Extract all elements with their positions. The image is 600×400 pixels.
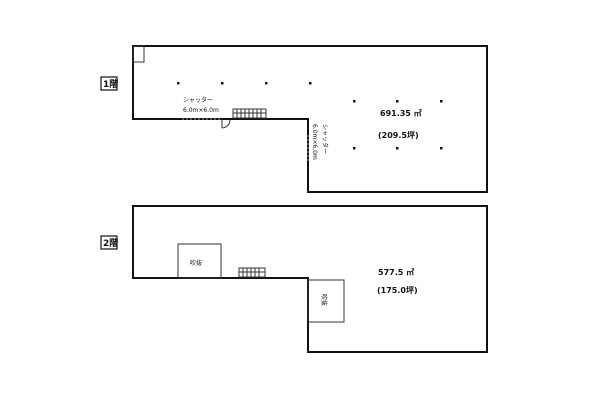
floor-2-label: 2階 — [103, 237, 118, 249]
stairs-2f — [238, 267, 266, 278]
floor-1-outline — [132, 45, 488, 193]
shutter-size: 6.0m×6.0m — [183, 107, 219, 114]
floor-1-area: 691.35 ㎡ — [380, 108, 422, 118]
shutter-size-vertical: 6.0m×6.0m — [311, 124, 318, 160]
stairs — [232, 108, 267, 119]
floor-1-plan: 1階 シャッター 6.0m×6.0m シャッター 6.0m×6.0m 691.3… — [100, 45, 488, 193]
floor-2-outline — [132, 205, 488, 353]
floor-1-tsubo: (209.5坪) — [378, 130, 419, 140]
void-1-label: 吹抜 — [190, 259, 202, 267]
door — [221, 119, 231, 129]
floor-2-tsubo: (175.0坪) — [377, 285, 418, 295]
floor-1-label-box — [100, 76, 118, 91]
toilet — [132, 45, 145, 63]
shutter-label-vertical: シャッター — [321, 124, 329, 154]
void-1 — [177, 243, 222, 279]
floor-1-label: 1階 — [103, 78, 118, 90]
void-2-label: 吹抜 — [320, 294, 328, 306]
columns — [177, 82, 443, 150]
floor-2-plan: 2階 吹抜 吹抜 577.5 ㎡ (175.0坪) — [100, 205, 488, 353]
floor-2-label-box — [100, 235, 118, 250]
void-2 — [307, 279, 345, 323]
shutter-label: シャッター — [183, 96, 213, 104]
floor-2-area: 577.5 ㎡ — [378, 267, 414, 277]
